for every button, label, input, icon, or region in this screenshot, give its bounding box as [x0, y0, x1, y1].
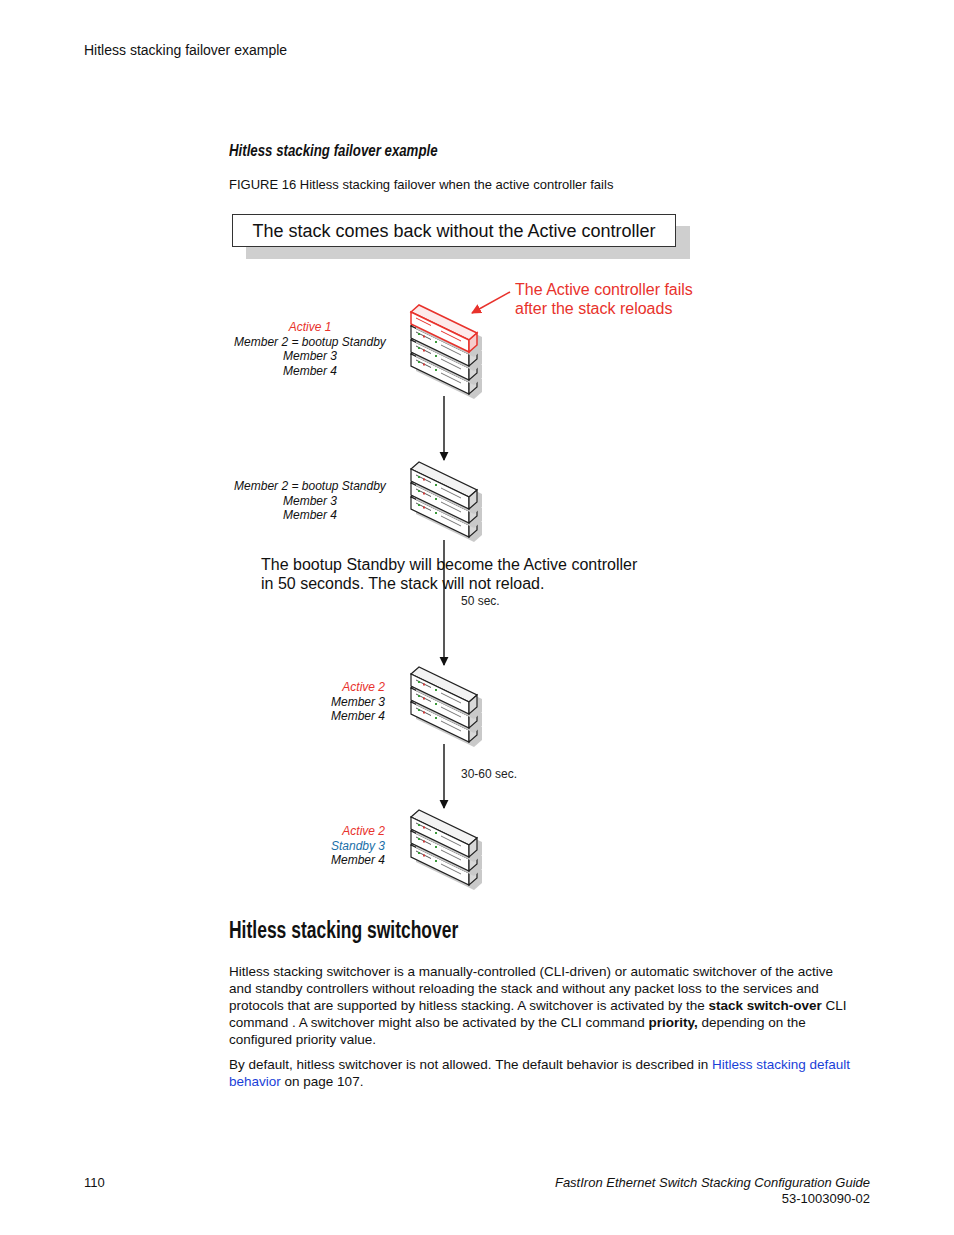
member-role: Member 3 [228, 494, 392, 509]
figure-heading: Hitless stacking failover example [229, 141, 438, 161]
flow-arrow [443, 744, 444, 808]
diagram-note: The bootup Standby will become the Activ… [261, 555, 643, 593]
paragraph: Hitless stacking switchover is a manuall… [229, 963, 859, 1048]
switch-stack [411, 462, 482, 542]
flow-arrow [443, 396, 444, 460]
member-list: Active 2Standby 3Member 4 [228, 824, 385, 868]
member-role: Active 2 [228, 680, 385, 695]
member-role: Member 3 [228, 695, 385, 710]
switch-unit [411, 667, 482, 719]
body-text: By default, hitless switchover is not al… [229, 1057, 708, 1072]
member-role: Active 2 [228, 824, 385, 839]
figure-caption: FIGURE 16 Hitless stacking failover when… [229, 177, 613, 192]
document-number: 53-1003090-02 [782, 1191, 870, 1206]
stack-state: Active 2Standby 3Member 4 [228, 810, 486, 886]
callout-note: The Active controller fails after the st… [515, 280, 715, 318]
member-role: Member 2 = bootup Standby [228, 335, 392, 350]
banner-text: The stack comes back without the Active … [252, 220, 655, 242]
banner-box: The stack comes back without the Active … [232, 214, 676, 247]
member-list: Member 2 = bootup StandbyMember 3Member … [228, 479, 392, 523]
body-text: on page 107. [285, 1074, 364, 1089]
stack-state: Member 2 = bootup StandbyMember 3Member … [228, 462, 486, 539]
member-list: Active 2Member 3Member 4 [228, 680, 385, 724]
member-role: Member 4 [228, 709, 385, 724]
footer-title: FastIron Ethernet Switch Stacking Config… [555, 1175, 870, 1190]
member-list: Active 1Member 2 = bootup StandbyMember … [228, 320, 392, 378]
running-header: Hitless stacking failover example [84, 42, 287, 58]
switch-stack [411, 305, 482, 399]
switch-stack [411, 667, 482, 747]
switch-unit [411, 462, 482, 514]
stack-state: Active 1Member 2 = bootup StandbyMember … [228, 305, 486, 395]
time-label: 50 sec. [459, 594, 502, 608]
member-role: Active 1 [228, 320, 392, 335]
command-name: priority, [648, 1015, 697, 1030]
failed-switch-unit [411, 305, 482, 357]
paragraph: By default, hitless switchover is not al… [229, 1056, 859, 1090]
switch-stack [411, 810, 482, 890]
member-role: Member 4 [228, 508, 392, 523]
member-role: Member 4 [228, 364, 392, 379]
stack-state: Active 2Member 3Member 4 [228, 667, 486, 743]
member-role: Standby 3 [228, 839, 385, 854]
member-role: Member 4 [228, 853, 385, 868]
command-name: stack switch-over [709, 998, 822, 1013]
switch-unit [411, 810, 482, 862]
page-number: 110 [84, 1175, 105, 1190]
callout-leader [472, 292, 510, 313]
member-role: Member 2 = bootup Standby [228, 479, 392, 494]
member-role: Member 3 [228, 349, 392, 364]
section-heading: Hitless stacking switchover [229, 917, 458, 944]
time-label: 30-60 sec. [459, 767, 519, 781]
